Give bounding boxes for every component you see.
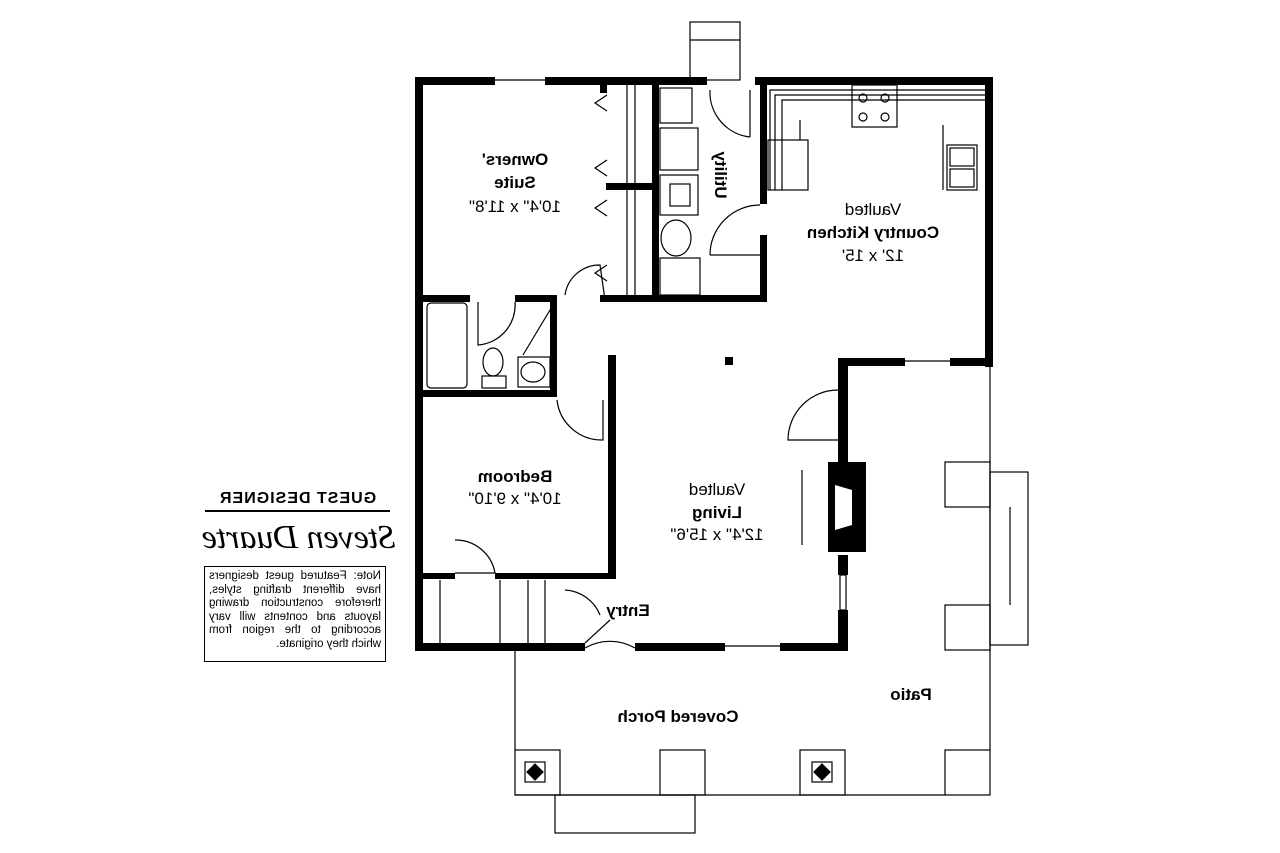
entry-label: Entry [606,601,650,620]
doors [454,389,839,649]
bedroom-size: 10'4" x 9'10" [468,489,561,508]
living-size: 12'4" x 15'6" [670,525,763,544]
designer-note: Note: Featured guest designers have diff… [204,566,386,662]
owners-suite-size: 10'4" x 11'8" [469,197,561,216]
fireplace [801,462,866,552]
patio-label: Patio [890,685,932,704]
walls [415,77,993,651]
kitchen-fixtures [767,84,985,191]
utility-label: Utility [711,151,730,199]
kitchen-label-2: Country Kitchen [807,223,939,242]
living-label: Vaulted [689,480,745,499]
porch [514,367,1029,834]
owners-suite-label-2: Suite [494,173,536,192]
porch-label: Covered Porch [618,707,739,726]
room-labels: Owners' Suite 10'4" x 11'8" Bedroom 10'4… [468,150,939,726]
utility-entry-landing [689,21,741,81]
designer-signature: Steven Duarte [201,519,396,556]
kitchen-size: 12' x 15' [842,246,904,265]
bedroom-label: Bedroom [478,467,553,486]
bath-fixtures [426,264,606,389]
owners-suite-label: Owners' [482,150,548,169]
windows [415,79,993,647]
guest-designer-heading: GUEST DESIGNER [205,490,390,512]
living-label-2: Living [692,503,742,522]
utility-fixtures [659,87,761,296]
kitchen-label: Vaulted [845,200,901,219]
closet-lines [439,85,636,643]
